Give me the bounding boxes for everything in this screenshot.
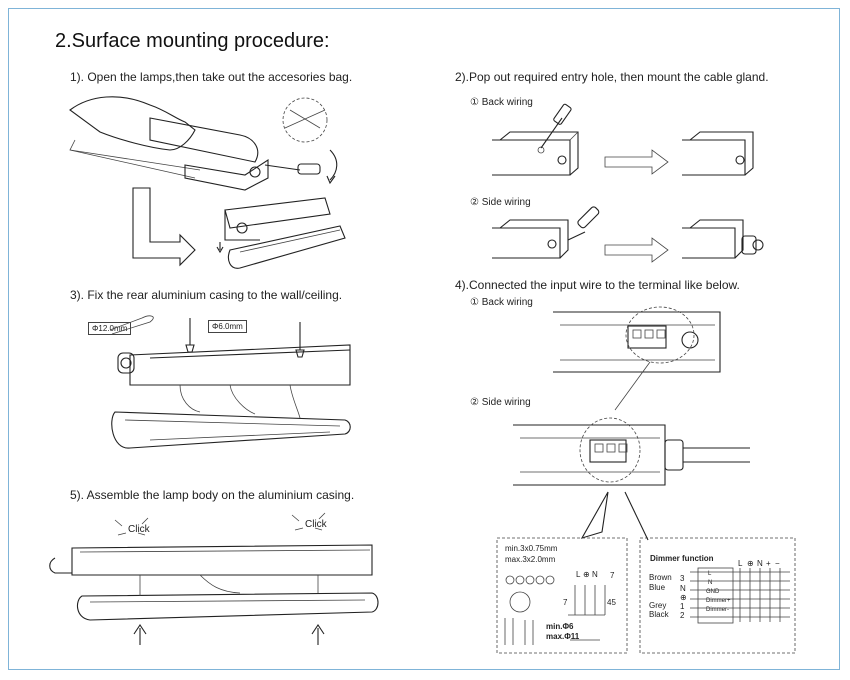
dimmer-num-1: 1: [680, 602, 685, 611]
step4-terminal-illustration: [496, 306, 796, 654]
page-frame: [8, 8, 840, 670]
step2-cable-gland-illustration: [492, 103, 764, 263]
dimmer-row-n: N: [708, 580, 713, 586]
terminal-n-text: N: [592, 570, 598, 579]
back-wiring-label-1: ① Back wiring: [470, 97, 533, 108]
step5-assemble-illustration: [49, 512, 379, 645]
click-label-left: Click: [128, 524, 150, 535]
page-title: 2.Surface mounting procedure:: [55, 30, 330, 52]
strip-45: 45: [607, 598, 616, 607]
step-5-text: 5). Assemble the lamp body on the alumin…: [70, 488, 355, 502]
dimmer-wire-blue: Blue: [649, 583, 666, 592]
cable-min-text: min.3x0.75mm: [505, 544, 558, 553]
dimmer-num-n: N: [680, 584, 686, 593]
dimmer-wire-black: Black: [649, 610, 669, 619]
dimmer-wire-brown: Brown: [649, 573, 672, 582]
side-wiring-label-1: ② Side wiring: [470, 197, 531, 208]
dimmer-num-2: 2: [680, 611, 685, 620]
dimmer-row-dplus: Dimmer+: [706, 598, 731, 604]
dimmer-row-l: L: [708, 571, 712, 577]
dimmer-top-earth: ⊕: [747, 559, 754, 568]
step-2-text: 2).Pop out required entry hole, then mou…: [455, 70, 769, 84]
strip-7-left: 7: [563, 598, 568, 607]
dimmer-row-dminus: Dimmer-: [706, 607, 729, 613]
cable-dmin-text: min.Φ6: [546, 622, 574, 631]
dimmer-num-earth: ⊕: [680, 593, 687, 602]
side-wiring-label-2: ② Side wiring: [470, 397, 531, 408]
dimmer-num-3: 3: [680, 574, 685, 583]
cable-dmax-text: max.Φ11: [546, 632, 580, 641]
back-wiring-label-2: ① Back wiring: [470, 297, 533, 308]
step-4-text: 4).Connected the input wire to the termi…: [455, 278, 740, 292]
terminal-earth-text: ⊕: [583, 570, 590, 579]
dimmer-row-gnd: GND: [706, 589, 720, 595]
dimension-12mm-label: Φ12.0mm: [88, 322, 132, 335]
dimmer-top-plus: +: [766, 559, 771, 568]
dimension-6mm-label: Φ6.0mm: [208, 320, 247, 333]
step-1-text: 1). Open the lamps,then take out the acc…: [70, 70, 353, 84]
dimmer-top-l: L: [738, 559, 743, 568]
dimmer-wire-grey: Grey: [649, 601, 667, 610]
click-label-right: Click: [305, 519, 327, 530]
step3-fix-casing-illustration: [109, 315, 351, 449]
dimmer-top-minus: −: [775, 559, 780, 568]
step1-open-lamp-illustration: [69, 96, 346, 269]
step-3-text: 3). Fix the rear aluminium casing to the…: [70, 288, 343, 302]
cable-max-text: max.3x2.0mm: [505, 555, 556, 564]
terminal-l-text: L: [576, 570, 581, 579]
dimmer-top-n: N: [757, 559, 763, 568]
strip-7-right: 7: [610, 571, 615, 580]
dimmer-title: Dimmer function: [650, 554, 714, 563]
